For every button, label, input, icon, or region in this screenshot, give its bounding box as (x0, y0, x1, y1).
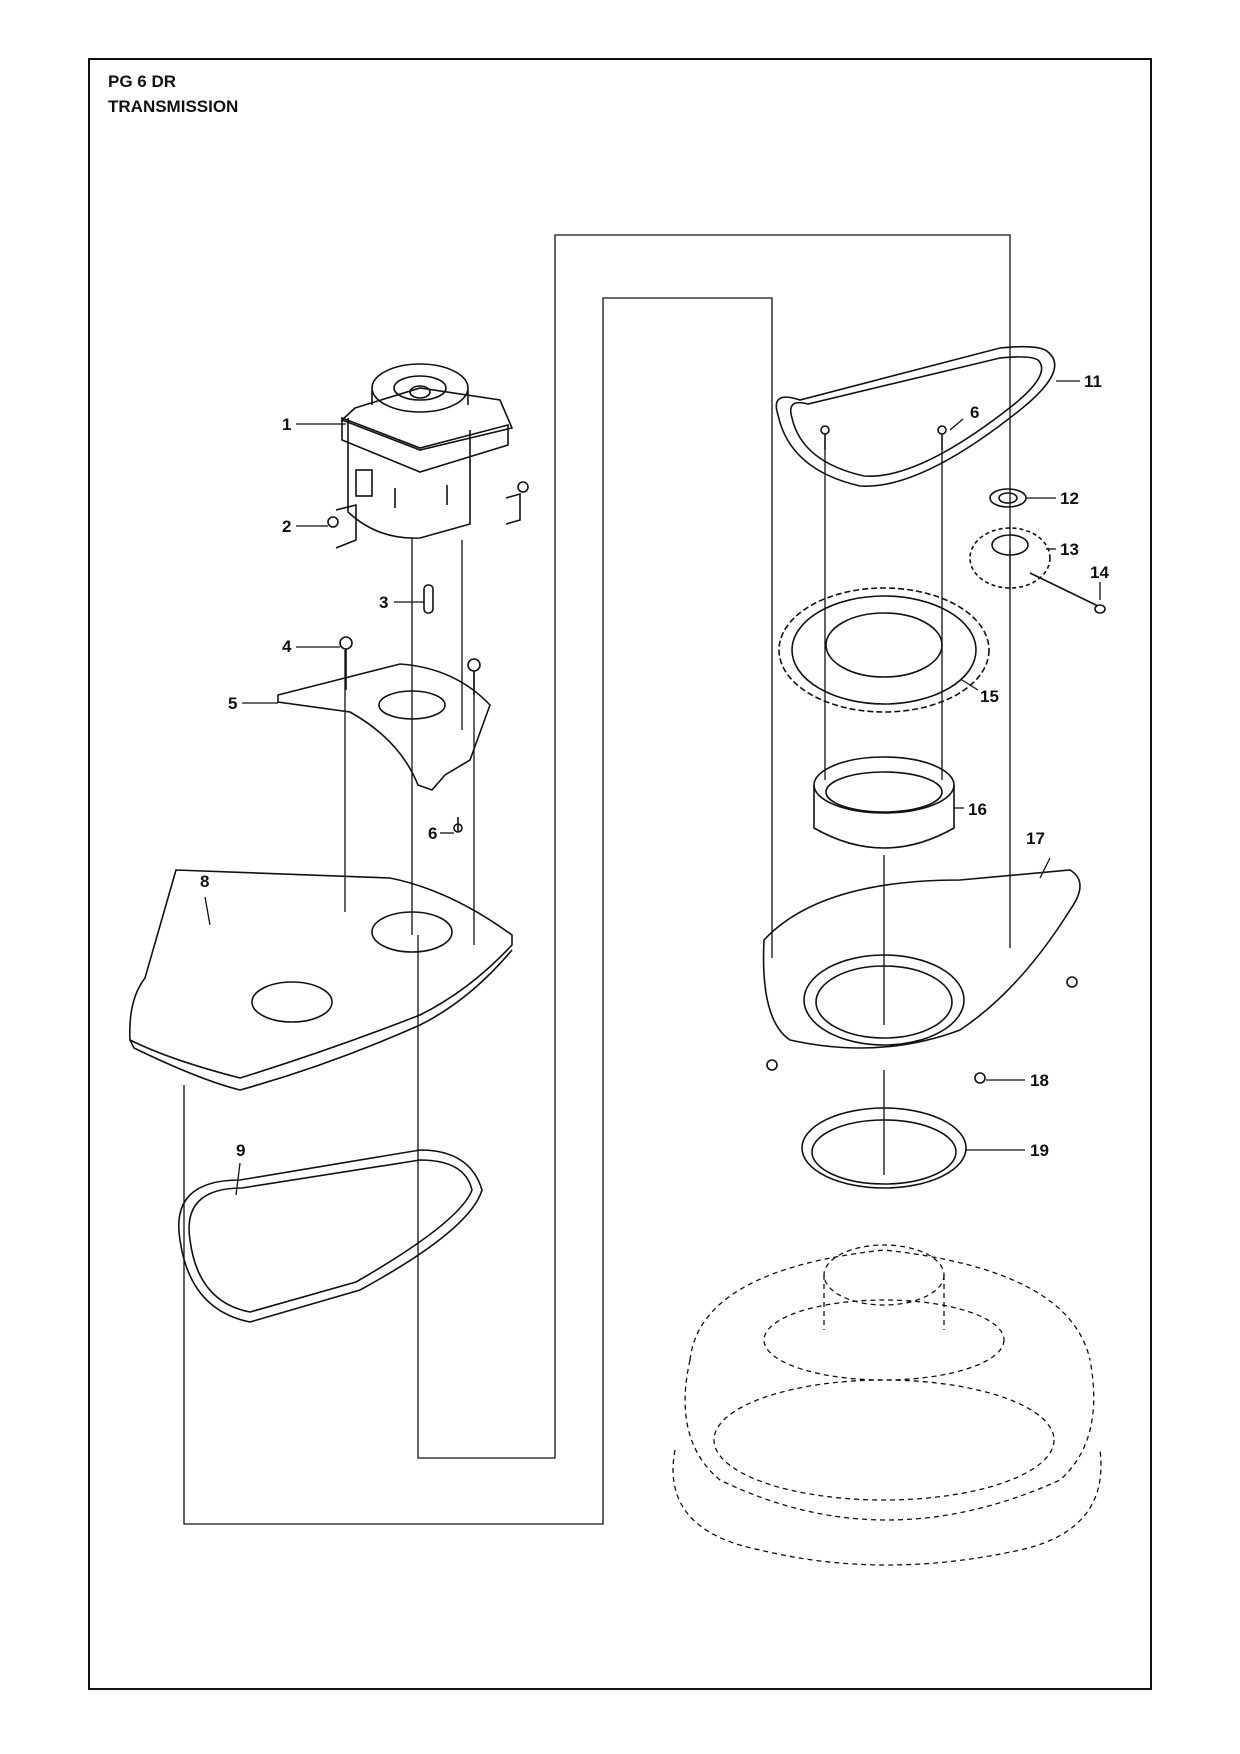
section-title: TRANSMISSION (108, 97, 239, 116)
ring-seal-part-19 (801, 1107, 967, 1189)
nut-part-18 (766, 976, 1078, 1084)
callout-2: 2 (282, 517, 291, 536)
drawing-frame (88, 58, 1152, 1690)
routing-lines (183, 234, 1011, 1525)
cover-housing-part-17 (762, 869, 1081, 1049)
callout-6-lower: 6 (428, 824, 437, 843)
callout-8: 8 (200, 872, 209, 891)
belt-part-11 (775, 345, 1056, 487)
spacer-ring-part-16 (813, 756, 955, 849)
seal-part-12 (989, 488, 1027, 508)
callout-15: 15 (980, 687, 999, 706)
model-label: PG 6 DR (108, 72, 177, 91)
callout-12: 12 (1060, 489, 1079, 508)
callout-16: 16 (968, 800, 987, 819)
small-sprocket-part-13 (969, 527, 1051, 589)
large-sprocket-part-15 (778, 587, 990, 713)
callout-18: 18 (1030, 1071, 1049, 1090)
bracket-plate-part-5 (277, 663, 491, 791)
callout-14: 14 (1090, 563, 1109, 582)
bolt-part-4 (339, 636, 481, 695)
motor-housing (672, 1244, 1102, 1566)
gasket-part-9 (178, 1149, 483, 1323)
callout-4: 4 (282, 637, 292, 656)
base-plate-part-8 (128, 869, 513, 1091)
pin-part-14 (1029, 572, 1106, 614)
callout-11: 11 (1084, 372, 1102, 391)
nut-part-2 (327, 481, 529, 549)
callout-3: 3 (379, 593, 388, 612)
callout-1: 1 (282, 415, 291, 434)
callout-13: 13 (1060, 540, 1079, 559)
leader-lines (204, 380, 1101, 1196)
callout-19: 19 (1030, 1141, 1049, 1160)
callout-labels: 1 2 3 4 5 6 6 8 9 11 12 13 14 15 16 17 1… (200, 372, 1109, 1160)
callout-9: 9 (236, 1141, 245, 1160)
gearbox-part-1 (340, 363, 514, 539)
callout-17: 17 (1026, 829, 1045, 848)
key-part-3 (423, 584, 434, 614)
screw-part-6 (453, 425, 947, 833)
callout-5: 5 (228, 694, 237, 713)
callout-6-upper: 6 (970, 403, 979, 422)
